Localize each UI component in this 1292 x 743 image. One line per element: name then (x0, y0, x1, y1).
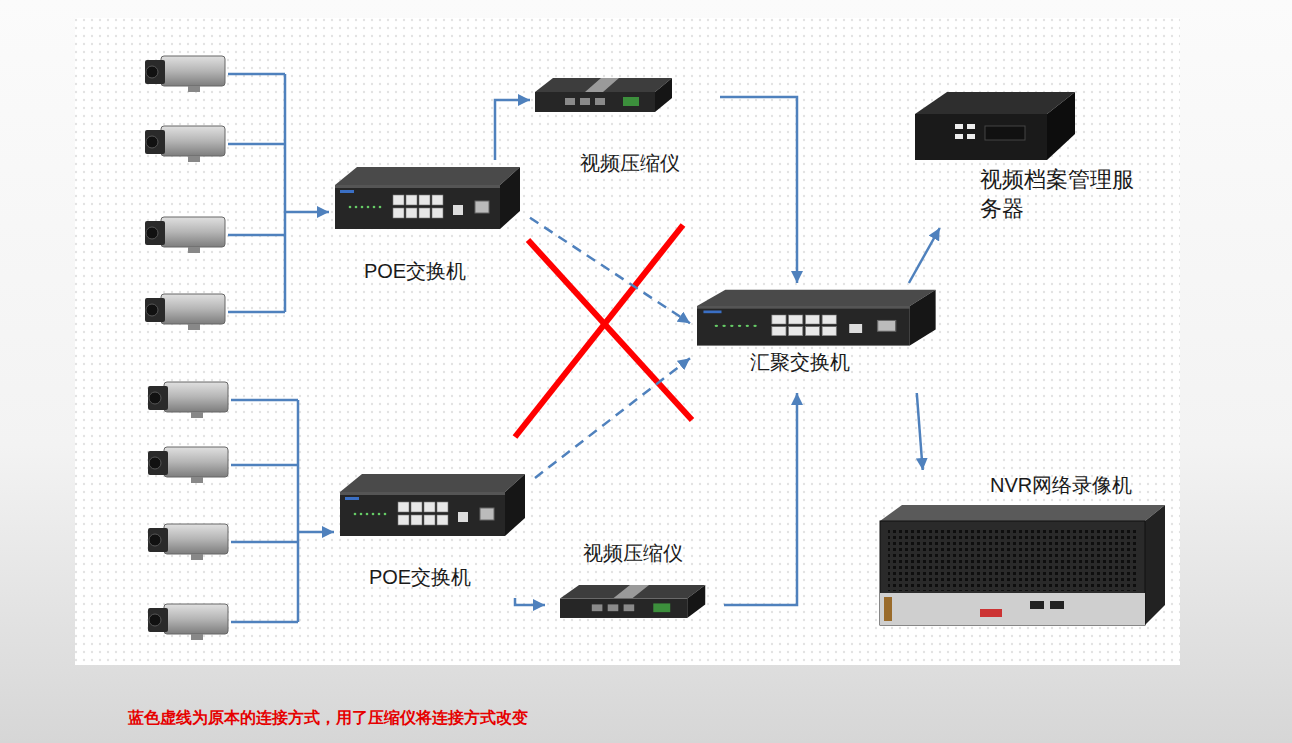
original-link (530, 218, 690, 323)
camera-bus (231, 400, 298, 622)
device-label: POE交换机 (330, 564, 510, 590)
camera (148, 447, 228, 483)
link-arrow (724, 393, 797, 605)
camera-bus-arrow (285, 211, 329, 214)
compressor-icon (560, 585, 705, 618)
camera (148, 604, 228, 640)
note-box: 蓝色虚线为原本的连接方式，用了压缩仪将连接方式改变 (128, 708, 528, 729)
camera (145, 217, 225, 253)
device-node: 视频压缩仪 (530, 70, 720, 180)
camera (148, 524, 228, 560)
link-arrow (515, 598, 545, 605)
poe-switch-icon (340, 474, 525, 536)
camera (145, 126, 225, 162)
device-label: 视频压缩仪 (545, 540, 720, 566)
panel-texture (75, 18, 1180, 665)
core-switch-icon (697, 290, 936, 346)
device-label: 视频档案管理服务器 (980, 166, 1145, 223)
compressor-icon (535, 78, 672, 112)
device-label: POE交换机 (325, 258, 505, 284)
device-node: 视频档案管理服务器 (910, 88, 1155, 228)
panel (75, 18, 1180, 665)
device-node: POE交换机 (330, 470, 535, 598)
poe-switch-icon (335, 167, 520, 229)
device-node: 视频压缩仪 (545, 538, 724, 630)
device-node: NVR网络录像机 (875, 470, 1175, 630)
device-label: 视频压缩仪 (545, 150, 715, 176)
camera-wiring (228, 74, 334, 622)
camera-bus-arrow (298, 531, 334, 534)
note-text: 蓝色虚线为原本的连接方式，用了压缩仪将连接方式改变 (128, 708, 528, 729)
device-node: POE交换机 (325, 160, 530, 288)
camera-bus (228, 74, 285, 312)
camera (145, 294, 225, 330)
link-arrow (909, 228, 940, 283)
camera (145, 56, 225, 92)
link-arrow (495, 100, 530, 160)
link-arrow (720, 97, 797, 283)
server-icon (915, 92, 1075, 160)
device-label: 汇聚交换机 (690, 349, 910, 375)
red-cross (515, 225, 692, 437)
original-link (535, 358, 690, 478)
device-label: NVR网络录像机 (990, 472, 1170, 498)
nvr-icon (880, 505, 1165, 625)
camera (148, 382, 228, 418)
link-arrow (917, 393, 923, 470)
device-node: 汇聚交换机 (690, 283, 945, 393)
camera-group (145, 56, 228, 640)
